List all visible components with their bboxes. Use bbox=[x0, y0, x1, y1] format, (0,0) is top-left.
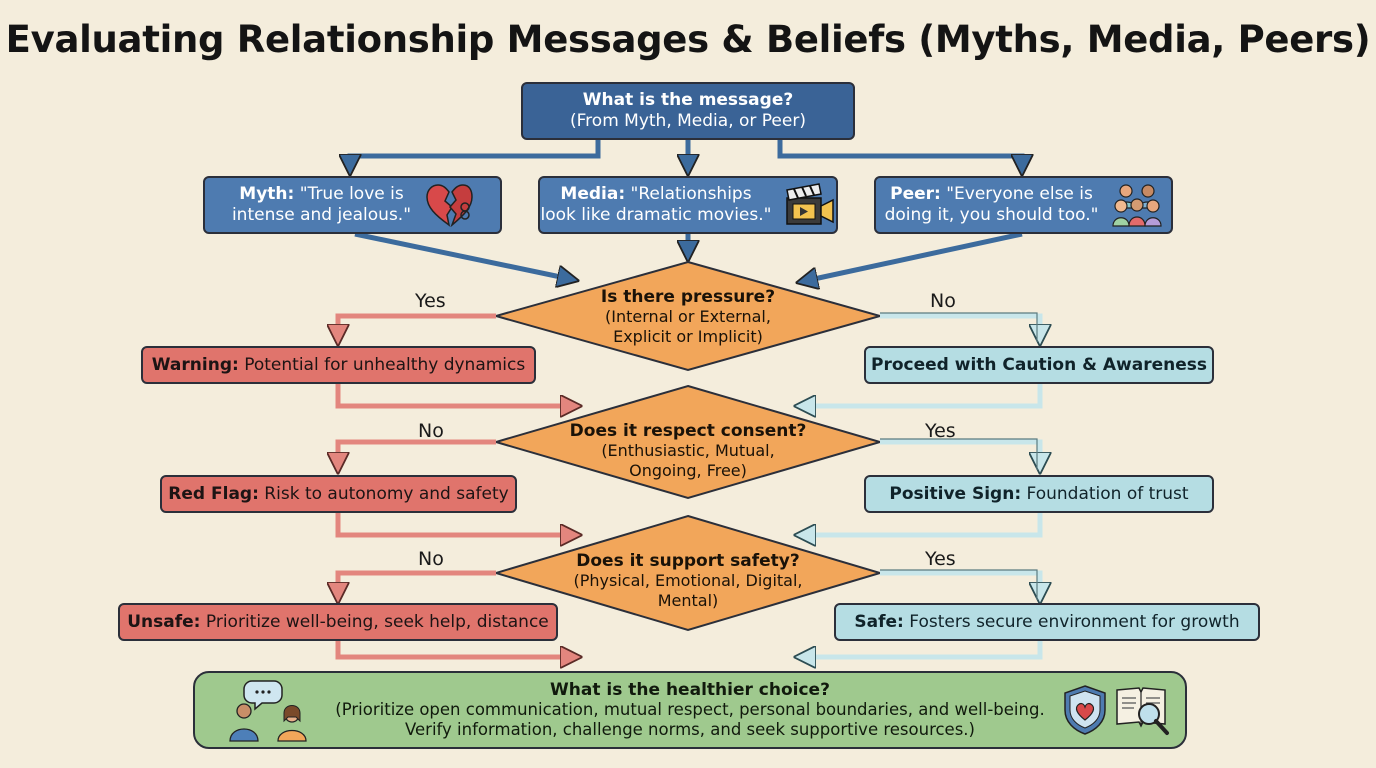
start-question: What is the message? bbox=[582, 90, 794, 110]
group-icon bbox=[1112, 184, 1163, 227]
pressure-sub1: (Internal or External, bbox=[605, 307, 771, 326]
start-message-box: What is the message? (From Myth, Media, … bbox=[521, 82, 855, 140]
film-clapper-icon bbox=[786, 183, 835, 225]
safe-box: Safe: Fosters secure environment for gro… bbox=[834, 603, 1260, 641]
decision-diamonds bbox=[492, 260, 884, 632]
media-label: Media: bbox=[560, 184, 626, 204]
safety-sub1: (Physical, Emotional, Digital, bbox=[573, 571, 803, 590]
myth-label: Myth: bbox=[239, 184, 295, 204]
safety-yes-label: Yes bbox=[925, 548, 956, 570]
consent-yes-label: Yes bbox=[925, 420, 956, 442]
peer-label: Peer: bbox=[890, 184, 941, 204]
start-connectors bbox=[350, 140, 1022, 282]
final-question: What is the healthier choice? bbox=[550, 680, 830, 700]
red-flag-box: Red Flag: Risk to autonomy and safety bbox=[160, 475, 517, 513]
page-title: Evaluating Relationship Messages & Belie… bbox=[5, 18, 1371, 61]
pressure-yes-label: Yes bbox=[415, 290, 446, 312]
safety-sub2: Mental) bbox=[657, 591, 719, 610]
pressure-diamond bbox=[492, 260, 884, 372]
start-subtitle: (From Myth, Media, or Peer) bbox=[570, 111, 806, 131]
red-flag-label: Red Flag: bbox=[168, 483, 259, 504]
safe-text: Fosters secure environment for growth bbox=[909, 611, 1240, 632]
pressure-question: Is there pressure? bbox=[600, 287, 776, 307]
consent-no-label: No bbox=[418, 420, 444, 442]
red-flag-text: Risk to autonomy and safety bbox=[264, 483, 509, 504]
safety-no-label: No bbox=[418, 548, 444, 570]
unsafe-text: Prioritize well-being, seek help, distan… bbox=[205, 611, 549, 632]
peer-line2: doing it, you should too." bbox=[884, 205, 1099, 225]
warning-label: Warning: bbox=[151, 354, 239, 375]
safety-decision-text: Does it support safety? (Physical, Emoti… bbox=[538, 551, 838, 611]
peer-line1: "Everyone else is bbox=[946, 184, 1093, 204]
media-box: Media: "Relationships look like dramatic… bbox=[538, 176, 838, 234]
consent-diamond bbox=[492, 384, 884, 500]
peer-box: Peer: "Everyone else is doing it, you sh… bbox=[874, 176, 1173, 234]
unsafe-box: Unsafe: Prioritize well-being, seek help… bbox=[118, 603, 558, 641]
media-line2: look like dramatic movies." bbox=[540, 205, 772, 225]
unsafe-label: Unsafe: bbox=[127, 611, 201, 632]
pressure-no-label: No bbox=[930, 290, 956, 312]
positive-text: Foundation of trust bbox=[1026, 483, 1189, 504]
myth-line2: intense and jealous." bbox=[231, 205, 412, 225]
positive-label: Positive Sign: bbox=[889, 483, 1022, 504]
no-path-connectors bbox=[338, 313, 578, 657]
warning-box: Warning: Potential for unhealthy dynamic… bbox=[141, 346, 536, 384]
caution-box: Proceed with Caution & Awareness bbox=[864, 346, 1214, 384]
shield-heart-icon bbox=[1064, 685, 1106, 735]
caution-label: Proceed with Caution & Awareness bbox=[871, 354, 1207, 375]
positive-sign-box: Positive Sign: Foundation of trust bbox=[864, 475, 1214, 513]
myth-box: Myth: "True love is intense and jealous.… bbox=[203, 176, 502, 234]
broken-heart-icon bbox=[426, 184, 473, 227]
media-line1: "Relationships bbox=[630, 184, 752, 204]
consent-question: Does it respect consent? bbox=[569, 421, 807, 441]
safe-label: Safe: bbox=[854, 611, 904, 632]
safety-question: Does it support safety? bbox=[576, 551, 800, 571]
people-talking-icon bbox=[229, 680, 307, 742]
final-line1: (Prioritize open communication, mutual r… bbox=[335, 700, 1045, 719]
pressure-decision-text: Is there pressure? (Internal or External… bbox=[538, 287, 838, 347]
final-line2: Verify information, challenge norms, and… bbox=[405, 720, 975, 739]
consent-sub1: (Enthusiastic, Mutual, bbox=[601, 441, 775, 460]
yes-path-connectors bbox=[798, 313, 1040, 657]
healthier-choice-box: What is the healthier choice? (Prioritiz… bbox=[193, 671, 1187, 749]
book-magnifier-icon bbox=[1116, 687, 1169, 735]
myth-line1: "True love is bbox=[299, 184, 404, 204]
consent-decision-text: Does it respect consent? (Enthusiastic, … bbox=[538, 421, 838, 481]
consent-sub2: Ongoing, Free) bbox=[629, 461, 747, 480]
safety-diamond bbox=[492, 514, 884, 632]
pressure-sub2: Explicit or Implicit) bbox=[613, 327, 763, 346]
warning-text: Potential for unhealthy dynamics bbox=[244, 354, 526, 375]
